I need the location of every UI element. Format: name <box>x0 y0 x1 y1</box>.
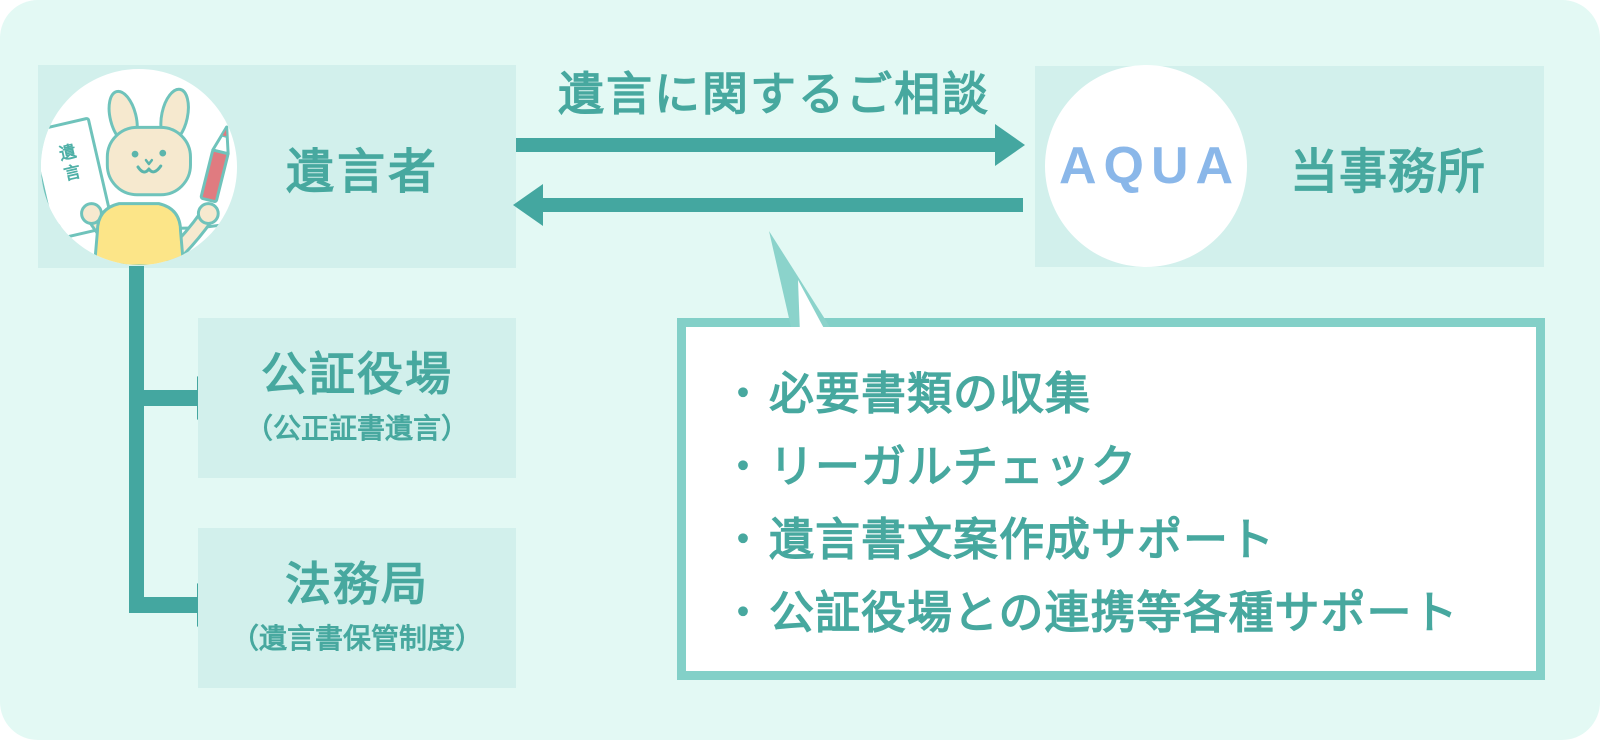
notary-subtitle: （公正証書遺言） <box>244 413 469 445</box>
aqua-logo: AQUA <box>1045 65 1247 267</box>
service-item: ・ 遺言書文案作成サポート <box>723 499 1536 572</box>
bullet-dot: ・ <box>723 590 763 635</box>
branch-bureau-shaft <box>129 597 197 613</box>
aqua-logo-text: AQUA <box>1058 137 1241 195</box>
service-text-2: リーガルチェック <box>769 441 1138 492</box>
testator-avatar: 遺言 <box>40 68 238 266</box>
bureau-title: 法務局 <box>285 557 429 610</box>
service-item: ・ 公証役場との連携等各種サポート <box>723 572 1536 645</box>
notary-box: 公証役場 （公正証書遺言） <box>198 318 516 478</box>
notary-title: 公証役場 <box>261 347 453 400</box>
arrow-to-testator-head <box>513 184 543 226</box>
consultation-label: 遺言に関するご相談 <box>558 68 990 120</box>
rabbit-illustration: 遺言 <box>40 68 238 266</box>
services-bubble: ・ 必要書類の収集 ・ リーガルチェック ・ 遺言書文案作成サポート ・ 公証役… <box>677 318 1545 680</box>
testator-label: 遺言者 <box>286 145 440 199</box>
arrow-to-office-shaft <box>516 138 995 152</box>
arrow-to-testator-shaft <box>543 198 1023 212</box>
bullet-dot: ・ <box>723 371 763 416</box>
connector-vertical <box>129 266 144 613</box>
branch-notary-shaft <box>129 390 197 406</box>
bullet-dot: ・ <box>723 444 763 489</box>
office-label: 当事務所 <box>1290 145 1487 199</box>
service-item: ・ 必要書類の収集 <box>723 353 1536 426</box>
service-text-3: 遺言書文案作成サポート <box>769 514 1276 565</box>
service-item: ・ リーガルチェック <box>723 426 1536 499</box>
bureau-subtitle: （遺言書保管制度） <box>230 623 483 655</box>
legal-affairs-bureau-box: 法務局 （遺言書保管制度） <box>198 528 516 688</box>
bullet-dot: ・ <box>723 517 763 562</box>
pencil <box>199 125 230 203</box>
service-text-4: 公証役場との連携等各種サポート <box>769 587 1459 638</box>
service-text-1: 必要書類の収集 <box>769 368 1092 419</box>
arrow-to-office-head <box>995 124 1025 166</box>
